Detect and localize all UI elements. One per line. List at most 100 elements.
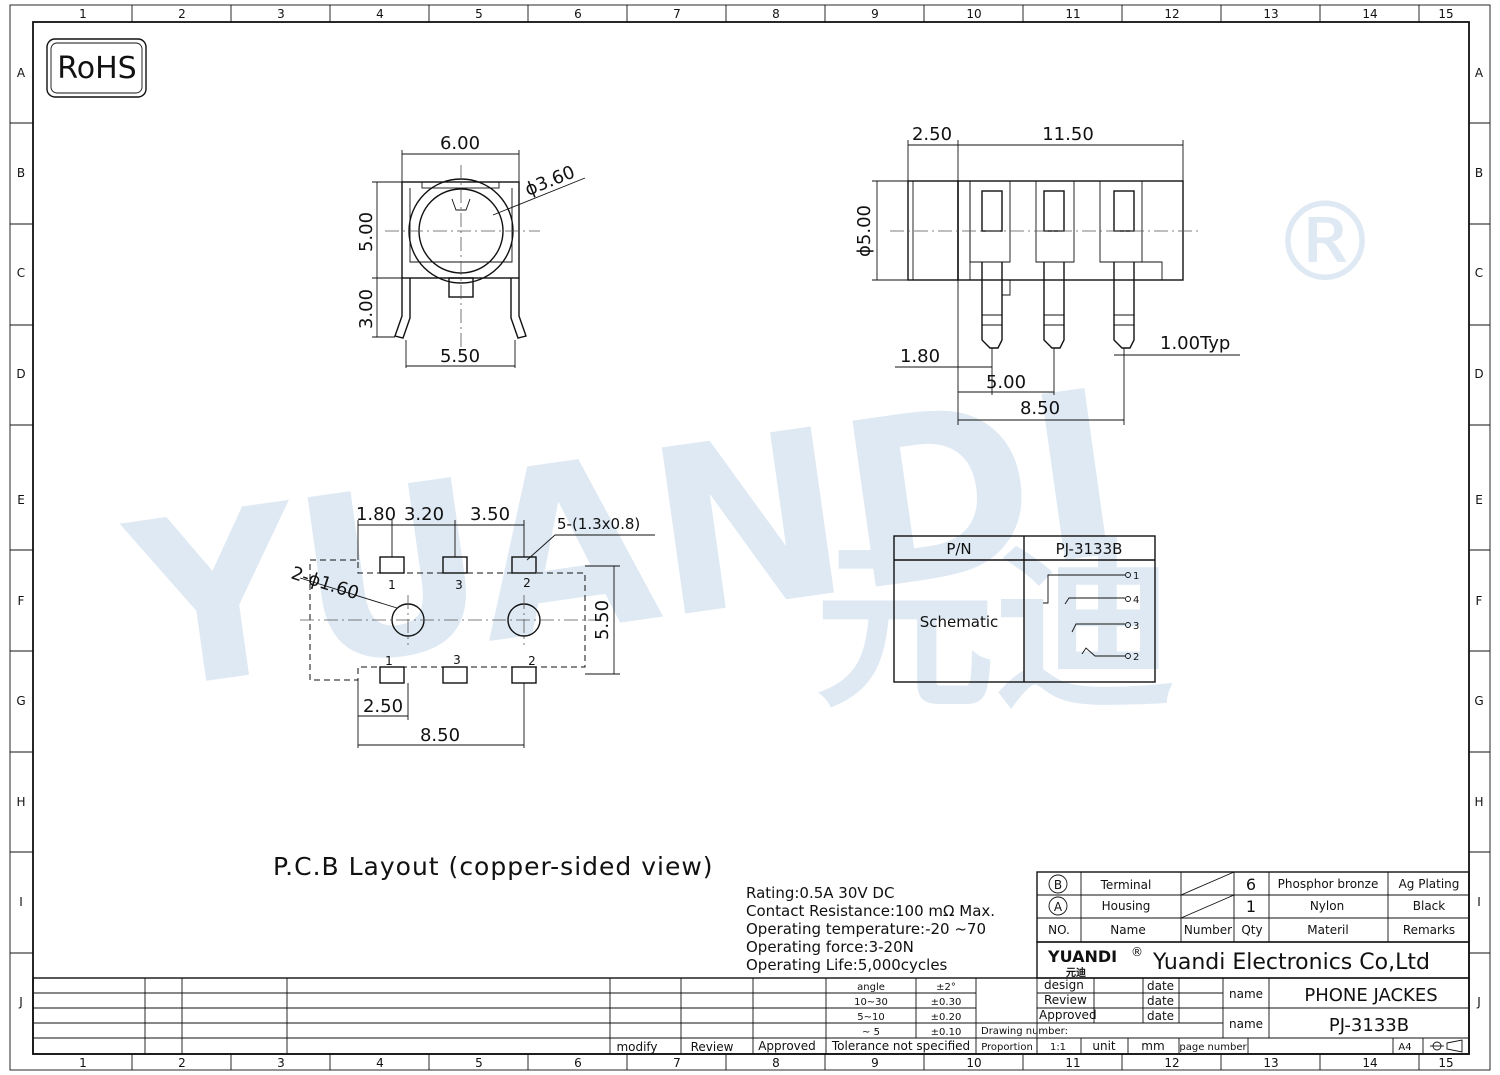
col-4: 4 — [376, 7, 384, 21]
col-7: 7 — [673, 1056, 681, 1070]
pcb-d3-dim: 3.50 — [470, 504, 510, 525]
pad-label: 3 — [455, 578, 463, 592]
row-b: B — [1475, 166, 1483, 180]
pcb-height-dim: 5.50 — [592, 600, 613, 640]
col-13: 13 — [1263, 7, 1278, 21]
tb-name-value1: PHONE JACKES — [1304, 985, 1437, 1006]
schematic-pin: 1 — [1133, 571, 1139, 582]
bom-qty: 6 — [1246, 875, 1256, 894]
side-diameter-dim: ϕ5.00 — [854, 205, 875, 257]
pcb-pad — [379, 666, 405, 684]
col-14: 14 — [1362, 7, 1377, 21]
row-j: J — [18, 995, 23, 1009]
tol-value: ±0.30 — [931, 997, 962, 1008]
pn-value: PJ-3133B — [1056, 540, 1123, 558]
bom-header-name: Name — [1110, 923, 1145, 937]
col-3: 3 — [277, 1056, 285, 1070]
column-labels-top: 1 2 3 4 5 6 7 8 9 10 11 12 13 14 15 — [79, 7, 1453, 21]
row-i: I — [19, 895, 23, 909]
title-block: YUANDI ® 元迪 Yuandi Electronics Co,Ltd — [32, 941, 1470, 1055]
revision-modify: modify — [616, 1040, 657, 1054]
tb-size: A4 — [1398, 1042, 1411, 1053]
revision-review: Review — [691, 1040, 734, 1054]
company-logo-cn: 元迪 — [1066, 966, 1086, 979]
tolerance-footer: Tolerance not specified — [831, 1039, 970, 1053]
company-logo: YUANDI — [1047, 947, 1117, 966]
bom-remarks: Ag Plating — [1399, 877, 1460, 891]
spec-line: Operating Life:5,000cycles — [746, 956, 948, 974]
revision-approved: Approved — [758, 1039, 816, 1053]
tb-date: date — [1147, 979, 1174, 993]
spec-line: Operating force:3-20N — [746, 938, 914, 956]
company-logo-registered: ® — [1131, 945, 1143, 959]
col-11: 11 — [1065, 7, 1080, 21]
spec-line: Operating temperature:-20 ~70 — [746, 920, 986, 938]
row-e: E — [17, 493, 25, 507]
bom-table: B A Terminal Housing 6 1 Phosphor bronze… — [1036, 871, 1470, 943]
watermark-chinese: 元迪 — [815, 524, 1175, 733]
col-15: 15 — [1438, 1056, 1453, 1070]
pn-label: P/N — [946, 540, 971, 558]
tb-unit-value: mm — [1141, 1039, 1164, 1053]
pcb-pad — [442, 666, 468, 684]
row-labels-right: A B C D E F G H I J — [1474, 66, 1484, 1009]
tol-value: ±2° — [936, 982, 956, 993]
company-name: Yuandi Electronics Co,Ltd — [1152, 950, 1430, 975]
tol-label: 5~10 — [857, 1012, 884, 1023]
col-4: 4 — [376, 1056, 384, 1070]
schematic-pin: 2 — [1133, 652, 1139, 663]
col-10: 10 — [966, 1056, 981, 1070]
col-2: 2 — [178, 1056, 186, 1070]
col-15: 15 — [1438, 7, 1453, 21]
col-11: 11 — [1065, 1056, 1080, 1070]
spec-line: Rating:0.5A 30V DC — [746, 884, 894, 902]
tb-unit: unit — [1092, 1039, 1116, 1053]
row-h: H — [1474, 795, 1483, 809]
bom-material: Nylon — [1310, 899, 1344, 913]
column-labels-bottom: 1 2 3 4 5 6 7 8 9 10 11 12 13 14 15 — [79, 1056, 1453, 1070]
bom-header-no: NO. — [1048, 923, 1070, 937]
bom-remarks: Black — [1413, 899, 1446, 913]
side-pin-width-dim: 1.00Typ — [1160, 333, 1230, 354]
pcb-layout: 1 3 2 1 3 2 1.80 3.20 3.50 5-(1.3x0.8) 2… — [288, 504, 655, 748]
tb-name-label: name — [1229, 1017, 1263, 1031]
row-g: G — [16, 694, 25, 708]
bom-material: Phosphor bronze — [1278, 877, 1379, 891]
row-h: H — [16, 795, 25, 809]
bom-header-qty: Qty — [1241, 923, 1262, 937]
col-7: 7 — [673, 7, 681, 21]
pcb-d1-dim: 1.80 — [356, 504, 396, 525]
tb-date: date — [1147, 1009, 1174, 1023]
watermark-registered: ® — [1270, 178, 1380, 306]
watermark: YUANDI ® 元迪 — [113, 178, 1380, 744]
pad-label: 2 — [528, 654, 536, 668]
specs: Rating:0.5A 30V DC Contact Resistance:10… — [746, 884, 995, 974]
bom-name: Terminal — [1100, 878, 1152, 892]
row-c: C — [17, 266, 25, 280]
side-front-dim: 2.50 — [912, 124, 952, 145]
row-e: E — [1475, 493, 1483, 507]
tb-drawing-number: Drawing number: — [981, 1026, 1068, 1037]
col-3: 3 — [277, 7, 285, 21]
row-j: J — [1476, 995, 1481, 1009]
pn-table: P/N PJ-3133B Schematic 1 4 3 2 — [893, 535, 1156, 683]
col-6: 6 — [574, 7, 582, 21]
pcb-caption: P.C.B Layout (copper-sided view) — [273, 852, 714, 881]
side-offset-dim: 1.80 — [900, 346, 940, 367]
tb-page-number: page number — [1179, 1042, 1247, 1053]
row-labels-left: A B C D E F G H I J — [16, 66, 26, 1009]
col-1: 1 — [79, 1056, 87, 1070]
tb-review: Review — [1044, 993, 1087, 1007]
rohs-text: RoHS — [57, 51, 136, 86]
col-9: 9 — [871, 1056, 879, 1070]
side-body-dim: 11.50 — [1042, 124, 1094, 145]
tb-proportion: Proportion — [981, 1042, 1033, 1053]
row-f: F — [1476, 594, 1483, 608]
bom-header-number: Number — [1184, 923, 1232, 937]
tb-name-label: name — [1229, 987, 1263, 1001]
schematic-pin: 3 — [1133, 621, 1139, 632]
schematic-diagram: 1 4 3 2 — [1043, 571, 1139, 663]
front-width-dim: 6.00 — [440, 133, 480, 154]
pad-label: 3 — [453, 653, 461, 667]
pad-label: 2 — [523, 576, 531, 590]
